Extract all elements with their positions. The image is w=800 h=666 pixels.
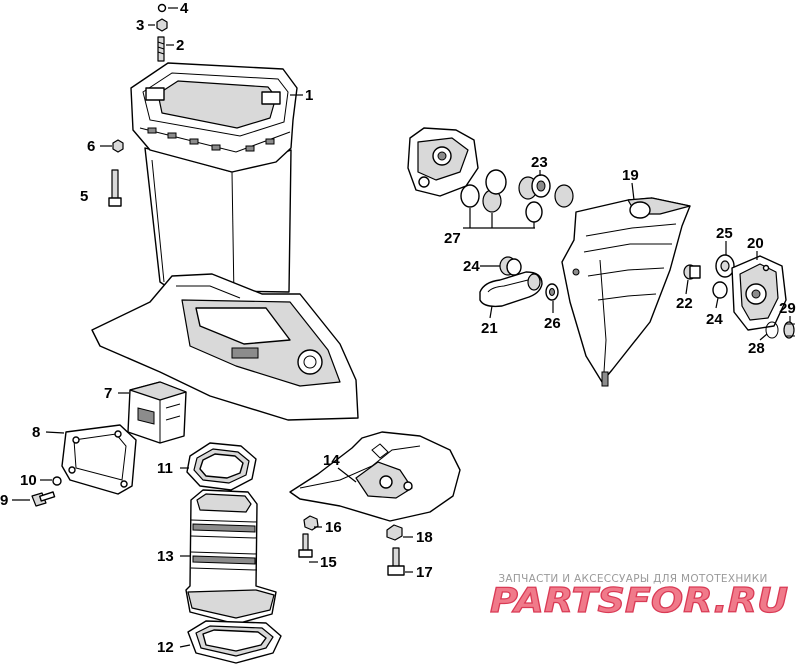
watermark: ЗАПЧАСТИ И АКСЕССУАРЫ ДЛЯ МОТОТЕХНИКИ PA… bbox=[489, 573, 788, 622]
watermark-logo: PARTSFOR.RU bbox=[490, 581, 788, 621]
callout-24-left: 24 bbox=[463, 258, 480, 275]
part-26-sleeve bbox=[545, 283, 559, 301]
callout-29: 29 bbox=[779, 300, 796, 317]
part-17-screw bbox=[387, 547, 405, 576]
part-29-fitting bbox=[783, 321, 795, 339]
callout-22: 22 bbox=[676, 295, 693, 312]
callout-11: 11 bbox=[157, 460, 173, 477]
part-9-screw bbox=[31, 491, 56, 507]
part-15-screw bbox=[298, 533, 313, 558]
part-18-nut bbox=[386, 524, 403, 541]
part-16-nut bbox=[303, 515, 319, 531]
callout-13: 13 bbox=[157, 548, 174, 565]
part-6-washer bbox=[112, 139, 124, 153]
callout-16: 16 bbox=[325, 519, 342, 536]
part-22-fitting bbox=[683, 264, 701, 280]
callout-5: 5 bbox=[80, 188, 88, 205]
part-12-gasket bbox=[187, 620, 282, 664]
callout-28: 28 bbox=[748, 340, 765, 357]
part-19-bracket bbox=[561, 197, 691, 387]
callout-20: 20 bbox=[747, 235, 764, 252]
callout-12: 12 bbox=[157, 639, 174, 656]
part-3-nut bbox=[156, 18, 168, 32]
callout-8: 8 bbox=[32, 424, 40, 441]
part-4-washer bbox=[157, 3, 167, 13]
part-5-screw bbox=[108, 169, 122, 207]
part-14-plate bbox=[289, 431, 461, 522]
part-7-block bbox=[127, 381, 187, 444]
callout-17: 17 bbox=[416, 564, 433, 581]
callout-23: 23 bbox=[531, 154, 548, 171]
part-13-grommet bbox=[185, 489, 277, 625]
callout-24-right: 24 bbox=[706, 311, 723, 328]
part-21-hose bbox=[479, 271, 543, 308]
callout-10: 10 bbox=[20, 472, 37, 489]
callout-7: 7 bbox=[104, 385, 112, 402]
callout-2: 2 bbox=[176, 37, 184, 54]
part-27-bushings bbox=[460, 169, 543, 223]
callout-18: 18 bbox=[416, 529, 433, 546]
part-20-plate bbox=[731, 255, 787, 331]
watermark-subtitle: ЗАПЧАСТИ И АКСЕССУАРЫ ДЛЯ МОТОТЕХНИКИ bbox=[498, 573, 767, 585]
callout-21: 21 bbox=[481, 320, 498, 337]
part-2-stud bbox=[157, 36, 165, 62]
callout-9: 9 bbox=[0, 492, 8, 509]
callout-25: 25 bbox=[716, 225, 733, 242]
part-23-bushing bbox=[531, 174, 574, 208]
callout-26: 26 bbox=[544, 315, 561, 332]
callout-1: 1 bbox=[305, 87, 313, 104]
callout-27: 27 bbox=[444, 230, 461, 247]
part-1-housing bbox=[91, 62, 359, 421]
callout-15: 15 bbox=[320, 554, 337, 571]
part-11-gasket bbox=[186, 442, 257, 491]
callout-14: 14 bbox=[323, 452, 340, 469]
part-8-cover-plate bbox=[61, 424, 137, 495]
callout-4: 4 bbox=[180, 0, 189, 17]
callout-6: 6 bbox=[87, 138, 95, 155]
part-10-washer bbox=[52, 476, 62, 486]
part-24-grommet-left bbox=[499, 256, 522, 276]
part-28-o-ring bbox=[765, 321, 779, 339]
callout-3: 3 bbox=[136, 17, 144, 34]
part-24-grommet-right bbox=[712, 281, 728, 299]
callout-19: 19 bbox=[622, 167, 639, 184]
part-27-housing-fragment bbox=[407, 127, 479, 197]
part-25-bushing bbox=[715, 254, 735, 278]
leader-lines bbox=[12, 7, 791, 648]
